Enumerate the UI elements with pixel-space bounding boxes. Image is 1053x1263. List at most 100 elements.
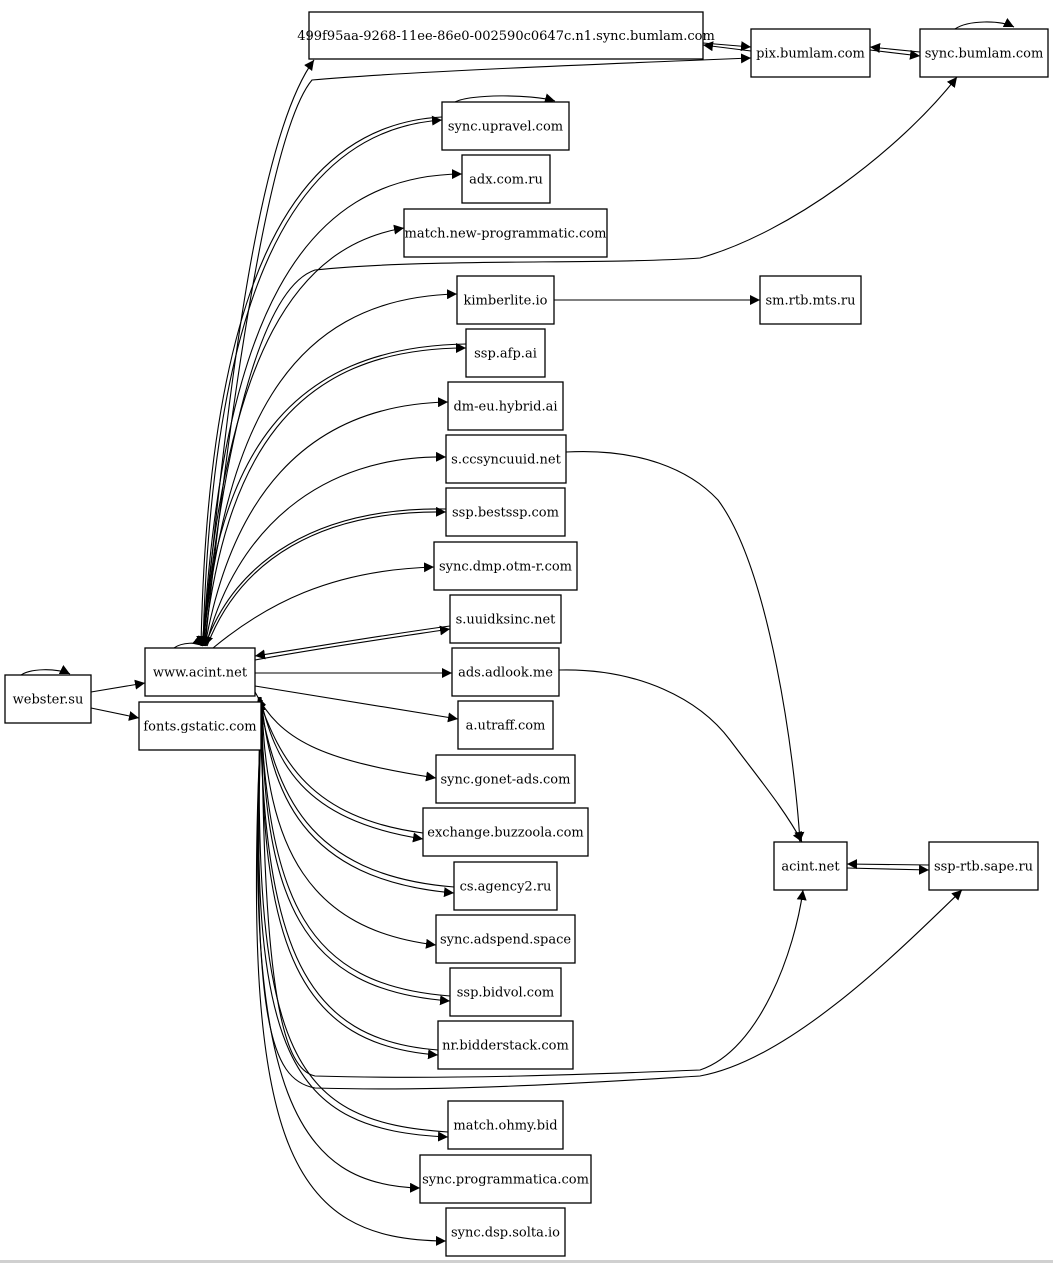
edge-acint_www-to-buzzoola bbox=[259, 696, 424, 843]
node-label: sync.gonet-ads.com bbox=[441, 773, 571, 788]
node-pix: pix.bumlam.com bbox=[750, 28, 871, 78]
edge-acint_www-to-sape bbox=[258, 699, 963, 1090]
node-sape: ssp-rtb.sape.ru bbox=[928, 841, 1039, 891]
edge-acint_www-to-n1sync bbox=[202, 59, 315, 647]
node-box bbox=[441, 101, 570, 151]
node-box bbox=[465, 328, 546, 378]
node-box bbox=[445, 434, 567, 484]
edge-uuidksinc-to-acint_www bbox=[254, 625, 451, 660]
node-label: acint.net bbox=[781, 860, 840, 875]
edge-agency2-to-acint_www bbox=[255, 696, 455, 888]
node-label: www.acint.net bbox=[153, 666, 248, 681]
node-label: cs.agency2.ru bbox=[460, 880, 552, 895]
edge-acint_www-to-bestssp bbox=[206, 506, 447, 647]
node-label: pix.bumlam.com bbox=[756, 47, 865, 62]
node-box bbox=[437, 1020, 574, 1070]
node-label: sync.dsp.solta.io bbox=[451, 1226, 560, 1241]
edge-acint_www-to-syncbumlam bbox=[202, 76, 958, 647]
edge-acint_www-to-ccsync bbox=[205, 451, 447, 647]
node-gstatic: fonts.gstatic.com bbox=[138, 701, 262, 751]
node-box bbox=[4, 674, 92, 724]
node-ccsync: s.ccsyncuuid.net bbox=[445, 434, 567, 484]
node-label: ssp-rtb.sape.ru bbox=[934, 860, 1033, 875]
edge-upravel-to-upravel bbox=[454, 93, 556, 104]
node-box bbox=[449, 967, 562, 1017]
node-label: ssp.bidvol.com bbox=[457, 986, 555, 1001]
node-bidvol: ssp.bidvol.com bbox=[449, 967, 562, 1017]
node-box bbox=[138, 701, 262, 751]
node-utraff: a.utraff.com bbox=[457, 700, 554, 750]
edge-acint_www-to-programmatica bbox=[257, 699, 421, 1193]
node-bidderstack: nr.bidderstack.com bbox=[437, 1020, 574, 1070]
node-label: exchange.buzzoola.com bbox=[427, 826, 583, 841]
node-gonet: sync.gonet-ads.com bbox=[435, 754, 576, 804]
node-label: dm-eu.hybrid.ai bbox=[453, 400, 557, 415]
edge-upravel-to-acint_www bbox=[196, 116, 443, 647]
node-acint: acint.net bbox=[773, 841, 848, 891]
edge-acint_www-to-adx bbox=[202, 169, 463, 647]
node-syncbumlam: sync.bumlam.com bbox=[919, 28, 1049, 78]
node-label: ssp.bestssp.com bbox=[452, 506, 559, 521]
node-box bbox=[447, 381, 564, 431]
node-label: fonts.gstatic.com bbox=[143, 720, 256, 735]
edge-acint_www-to-acint bbox=[261, 699, 807, 1078]
edge-syncbumlam-to-syncbumlam bbox=[954, 18, 1015, 30]
node-label: adx.com.ru bbox=[469, 173, 543, 188]
node-otmr: sync.dmp.otm-r.com bbox=[433, 541, 578, 591]
node-label: match.ohmy.bid bbox=[453, 1119, 557, 1134]
edge-bestssp-to-acint_www bbox=[203, 508, 447, 647]
edge-acint_www-to-adspend bbox=[261, 699, 437, 949]
node-box bbox=[403, 208, 608, 258]
node-webster: webster.su bbox=[4, 674, 92, 724]
node-label: sync.adspend.space bbox=[440, 933, 571, 948]
node-label: ads.adlook.me bbox=[458, 666, 553, 681]
edge-buzzoola-to-acint_www bbox=[256, 696, 424, 834]
node-label: a.utraff.com bbox=[466, 719, 546, 734]
node-box bbox=[419, 1154, 592, 1204]
bottom-scroll-edge bbox=[0, 1260, 1053, 1263]
node-box bbox=[308, 11, 704, 60]
node-label: match.new-programmatic.com bbox=[405, 227, 607, 242]
node-label: webster.su bbox=[13, 693, 84, 708]
edge-acint_www-to-afp bbox=[203, 343, 467, 647]
node-adlook: ads.adlook.me bbox=[451, 647, 560, 697]
node-hybrid: dm-eu.hybrid.ai bbox=[447, 381, 564, 431]
edge-acint_www-to-uuidksinc bbox=[254, 625, 451, 661]
node-box bbox=[457, 700, 554, 750]
edge-webster-to-gstatic bbox=[90, 707, 140, 721]
node-box bbox=[435, 914, 576, 964]
node-box bbox=[422, 807, 589, 857]
edge-acint_www-to-bidderstack bbox=[261, 699, 439, 1060]
node-label: s.ccsyncuuid.net bbox=[451, 453, 561, 468]
node-box bbox=[919, 28, 1049, 78]
edge-acint-to-sape bbox=[846, 864, 930, 875]
node-box bbox=[750, 28, 871, 78]
node-buzzoola: exchange.buzzoola.com bbox=[422, 807, 589, 857]
node-box bbox=[461, 154, 551, 204]
edge-sape-to-acint bbox=[846, 859, 930, 870]
edge-acint_www-to-agency2 bbox=[260, 696, 455, 898]
node-label: sync.upravel.com bbox=[448, 120, 563, 135]
edge-acint_www-to-upravel bbox=[202, 115, 443, 647]
edge-acint_www-to-otmr bbox=[212, 562, 435, 649]
node-label: kimberlite.io bbox=[464, 294, 548, 309]
node-kimberlite: kimberlite.io bbox=[456, 275, 555, 325]
node-agency2: cs.agency2.ru bbox=[453, 861, 558, 911]
node-n1sync: 499f95aa-9268-11ee-86e0-002590c0647c.n1.… bbox=[297, 11, 715, 60]
edge-adlook-to-acint bbox=[558, 669, 803, 843]
edge-acint_www-to-hybrid bbox=[204, 397, 449, 647]
node-label: sync.programmatica.com bbox=[422, 1173, 589, 1188]
edge-pix-to-n1sync bbox=[702, 41, 752, 52]
edge-ccsync-to-acint bbox=[565, 450, 805, 843]
edge-acint_www-to-utraff bbox=[254, 685, 459, 723]
node-adx: adx.com.ru bbox=[461, 154, 551, 204]
node-mts: sm.rtb.mts.ru bbox=[759, 275, 862, 325]
node-box bbox=[759, 275, 862, 325]
edge-acint_www-to-solta bbox=[255, 699, 447, 1246]
node-programmatica: sync.programmatica.com bbox=[419, 1154, 592, 1204]
node-afp: ssp.afp.ai bbox=[465, 328, 546, 378]
node-newprog: match.new-programmatic.com bbox=[403, 208, 608, 258]
edge-layer bbox=[19, 18, 1015, 1246]
node-box bbox=[928, 841, 1039, 891]
